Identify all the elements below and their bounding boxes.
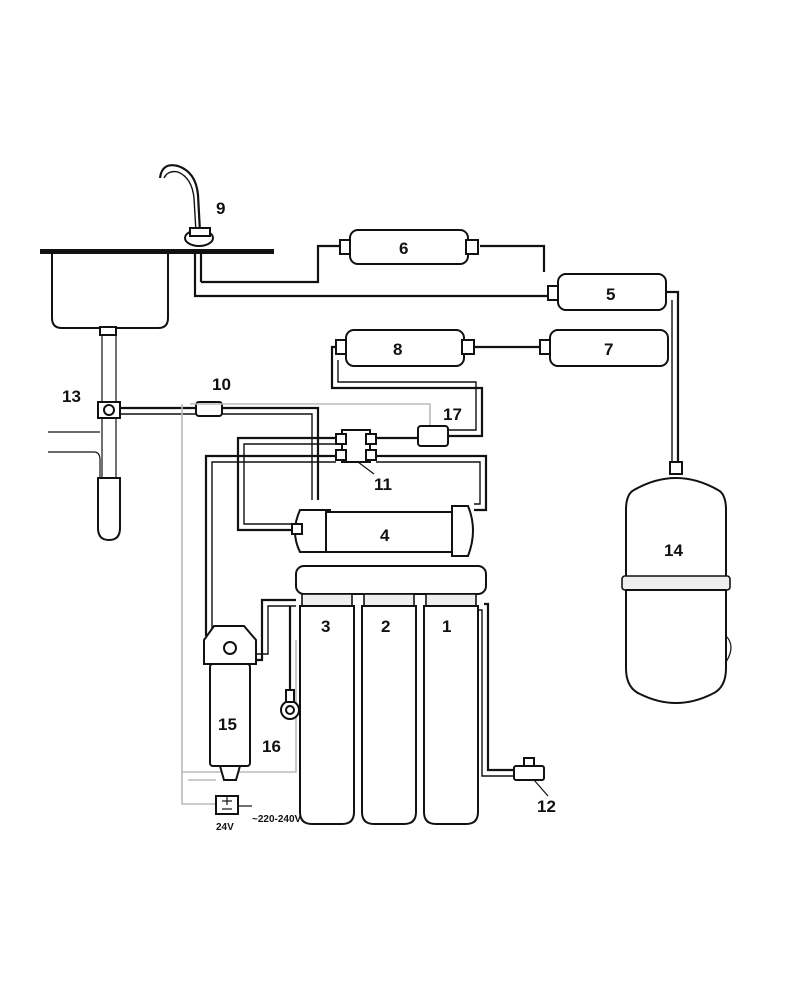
- faucet: [158, 164, 214, 288]
- label-4: 4: [380, 526, 390, 545]
- label-1: 1: [442, 617, 451, 636]
- label-9: 9: [216, 199, 225, 218]
- label-10: 10: [212, 375, 231, 394]
- filter-3: 3: [299, 593, 355, 825]
- power-supply: 24V ~220-240V: [215, 795, 302, 833]
- prefilter-head: [295, 565, 487, 595]
- flow-restrictor: 10: [195, 375, 231, 417]
- label-16: 16: [262, 737, 281, 756]
- shutoff-valve: 11: [335, 429, 392, 494]
- label-5: 5: [606, 285, 615, 304]
- filter-7: 7: [539, 329, 669, 367]
- label-7: 7: [604, 340, 613, 359]
- filter-2: 2: [361, 593, 417, 825]
- label-24v: 24V: [216, 822, 234, 833]
- drain-clamp: 13: [62, 387, 121, 419]
- label-8: 8: [393, 340, 402, 359]
- label-14: 14: [664, 541, 683, 560]
- label-13: 13: [62, 387, 81, 406]
- storage-tank: 14: [621, 461, 732, 704]
- filter-1: 1: [423, 593, 479, 825]
- label-17: 17: [443, 405, 462, 424]
- filter-8: 8: [335, 329, 475, 367]
- pressure-switch: 16: [262, 689, 300, 756]
- label-15: 15: [218, 715, 237, 734]
- label-2: 2: [381, 617, 390, 636]
- label-11: 11: [374, 475, 392, 494]
- label-mains-voltage: ~220-240V: [252, 814, 302, 825]
- label-6: 6: [399, 239, 408, 258]
- label-12: 12: [537, 797, 556, 816]
- inlet-valve: 12: [513, 757, 556, 816]
- filter-5: 5: [547, 273, 667, 311]
- membrane-housing: 4: [291, 505, 474, 557]
- valve-17: 17: [417, 405, 462, 447]
- filter-6: 6: [339, 229, 479, 265]
- label-3: 3: [321, 617, 330, 636]
- booster-pump: 15: [203, 625, 257, 781]
